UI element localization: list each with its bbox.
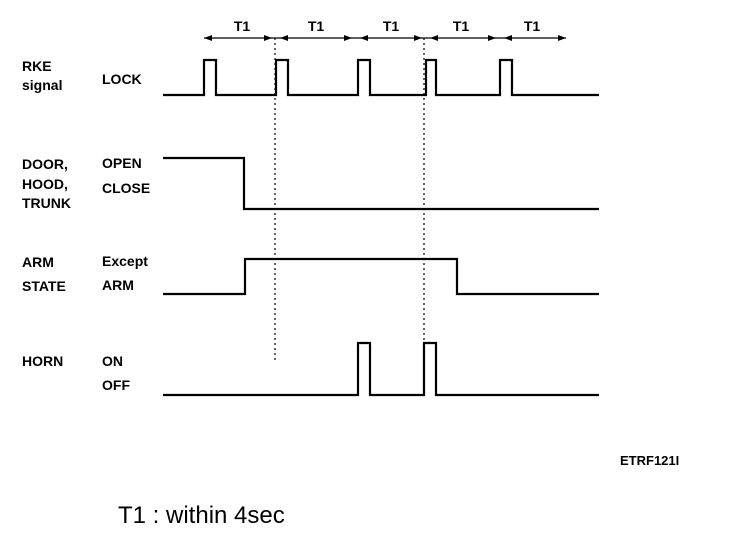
state-label-except: Except [102,253,148,269]
signal-name-line: TRUNK [22,195,71,211]
arrow-left-icon [430,35,438,41]
arrow-right-icon [558,35,566,41]
rke-waveform [163,58,599,97]
arrow-right-icon [414,35,422,41]
signal-name-line: ARM [22,254,54,270]
signal-name-line: RKE [22,58,52,74]
interval-label: T1 [524,18,541,34]
arm-state-waveform [163,257,599,296]
door-waveform [163,156,599,211]
signal-name-line: HOOD, [22,176,68,192]
interval-label: T1 [453,18,470,34]
signal-name-rke: RKE signal [22,58,62,93]
signal-name-line: STATE [22,278,66,294]
arrow-right-icon [344,35,352,41]
signal-name-horn: HORN [22,353,63,369]
interval-labels: T1 T1 T1 T1 T1 [234,18,541,34]
state-label-arm: ARM [102,277,134,293]
horn-waveform [163,341,599,397]
signal-name-line: signal [22,77,62,93]
arrow-left-icon [360,35,368,41]
arrow-left-icon [280,35,288,41]
signal-name-arm-state: ARM STATE [22,254,66,294]
state-label-open: OPEN [102,155,142,171]
signal-name-line: DOOR, [22,156,68,172]
state-label-off: OFF [102,377,130,393]
state-label-on: ON [102,353,123,369]
interval-label: T1 [308,18,325,34]
interval-label: T1 [383,18,400,34]
arrow-left-icon [204,35,212,41]
arrow-left-icon [504,35,512,41]
arrow-right-icon [488,35,496,41]
state-label-close: CLOSE [102,180,150,196]
interval-arrows [204,35,566,41]
interval-label: T1 [234,18,251,34]
figure-code: ETRF121I [620,453,679,468]
arrow-right-icon [264,35,272,41]
footnote: T1 : within 4sec [118,502,285,529]
signal-name-door: DOOR, HOOD, TRUNK [22,156,71,211]
state-label-lock: LOCK [102,71,142,87]
